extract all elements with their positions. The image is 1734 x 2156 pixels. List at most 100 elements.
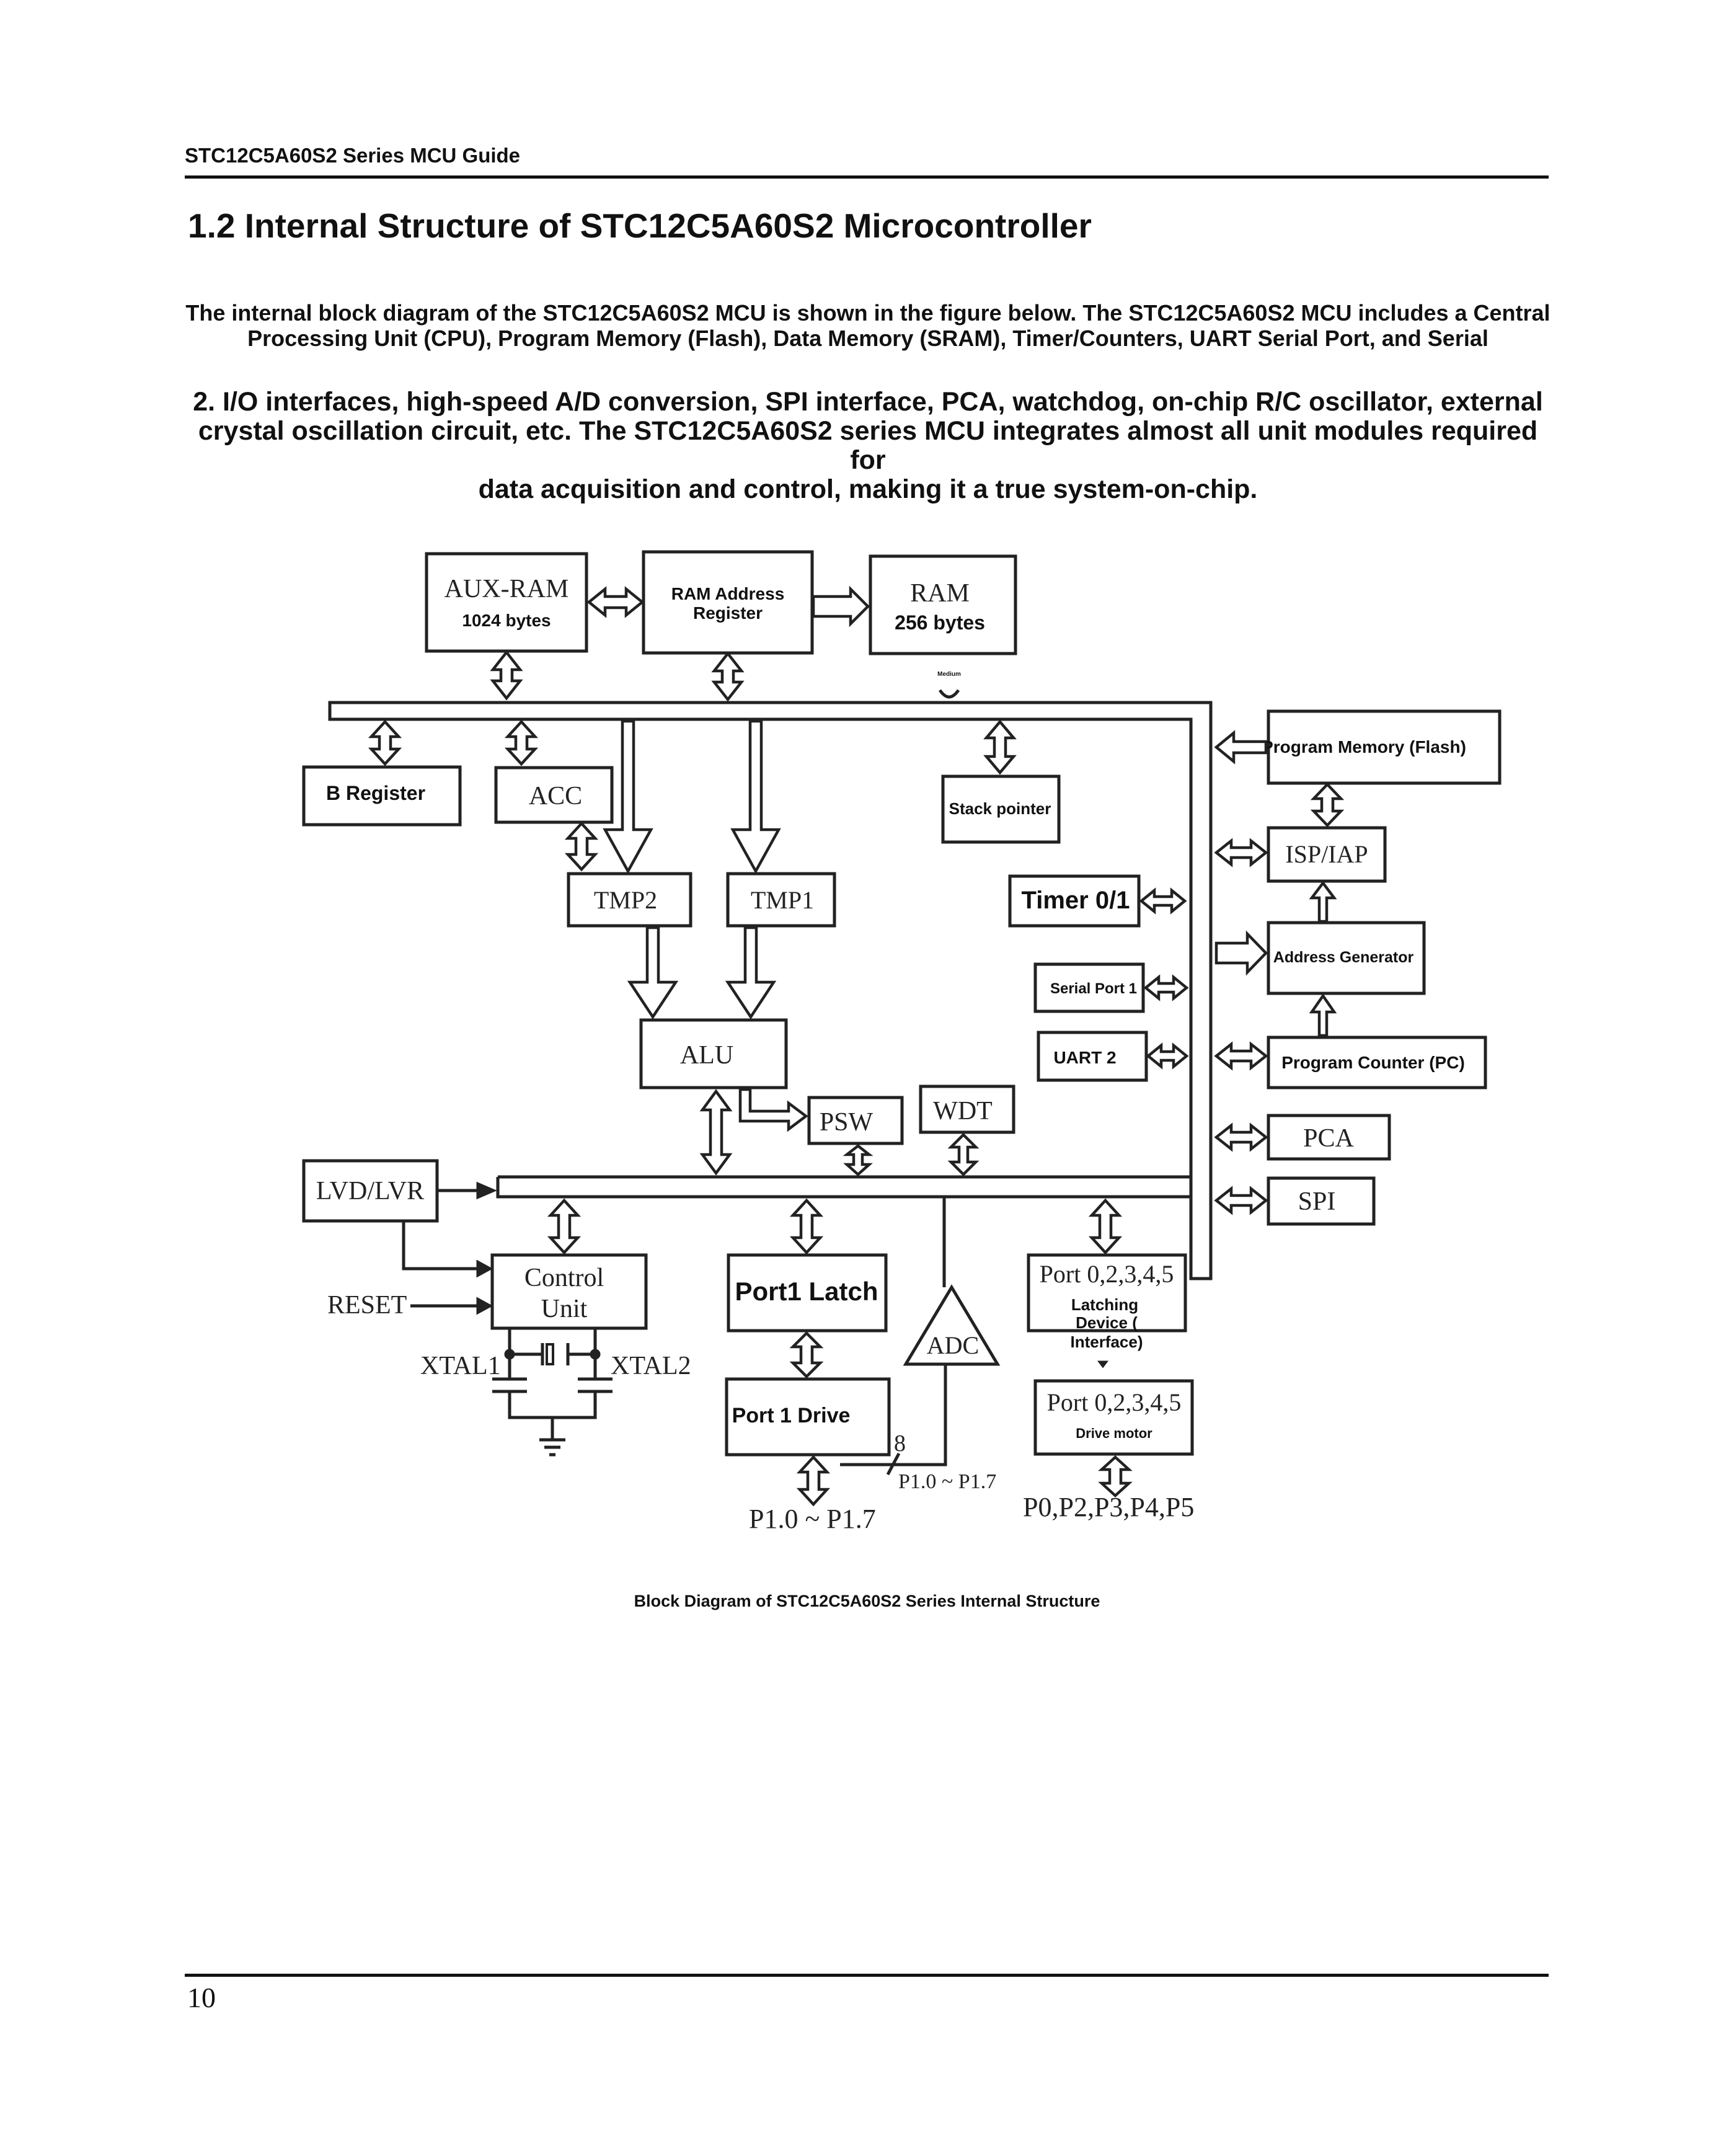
- acc-bus-arrow: [504, 719, 539, 766]
- ram-address-label-2: Register: [693, 603, 763, 623]
- crystal-body: [546, 1343, 554, 1365]
- reset-arrowhead: [476, 1297, 493, 1315]
- ground-wiring: [508, 1391, 597, 1439]
- acc-box: [494, 766, 614, 824]
- b-register-box: [302, 765, 462, 827]
- uart2-bus-arrow: [1146, 1042, 1189, 1070]
- figure-caption: Block Diagram of STC12C5A60S2 Series Int…: [634, 1592, 1100, 1610]
- tmp2-alu-arrow: [627, 926, 679, 1020]
- isp-iap-box: [1267, 826, 1387, 883]
- intro-line-1: The internal block diagram of the STC12C…: [185, 300, 1550, 326]
- isp-iap-label: ISP/IAP: [1285, 840, 1368, 868]
- program-memory-box: [1267, 709, 1502, 785]
- peripheral-bus: [496, 1175, 1191, 1199]
- spi-bus-arrow: [1214, 1186, 1268, 1215]
- port1-latch-label: Port1 Latch: [735, 1277, 878, 1306]
- latching-label-1: Latching: [1071, 1295, 1138, 1314]
- adc-triangle: [903, 1284, 1001, 1366]
- latching-label-3: Interface): [1070, 1333, 1143, 1351]
- intro-line-2: Processing Unit (CPU), Program Memory (F…: [247, 326, 1488, 351]
- program-counter-address-generator-arrow: [1309, 993, 1337, 1037]
- latching-label-2: Device (: [1076, 1313, 1138, 1332]
- internal-data-bus: [328, 701, 1213, 1280]
- tmp2-label: TMP2: [594, 886, 657, 914]
- pca-label: PCA: [1303, 1124, 1354, 1153]
- port-pins-label: P0,P2,P3,P4,P5: [1023, 1492, 1194, 1522]
- lvd-bus-arrowhead: [476, 1181, 497, 1200]
- aux-ram-ram-address-arrow: [586, 586, 645, 618]
- aux-ram-size: 1024 bytes: [462, 611, 551, 630]
- uart2-label: UART 2: [1053, 1048, 1116, 1067]
- address-generator-label: Address Generator: [1273, 949, 1414, 966]
- features-line-1: 2. I/O interfaces, high-speed A/D conver…: [193, 387, 1543, 417]
- alu-box: [639, 1018, 788, 1089]
- reset-label: RESET: [327, 1291, 407, 1320]
- ram-box: [869, 554, 1017, 655]
- ram-size: 256 bytes: [895, 611, 985, 634]
- program-memory-bus-arrow: [1214, 730, 1268, 765]
- spi-label: SPI: [1298, 1187, 1336, 1216]
- ram-address-register-box: [642, 550, 814, 655]
- acc-label: ACC: [529, 782, 582, 810]
- serial-port-1-bus-arrow: [1143, 974, 1189, 1001]
- port1-drive-box: [725, 1377, 891, 1457]
- timer-box: [1008, 874, 1141, 928]
- xtal1-node: [504, 1349, 515, 1360]
- page-number: 10: [187, 1982, 216, 2013]
- tmp1-box: [726, 872, 836, 928]
- ram-address-label-1: RAM Address: [671, 584, 785, 603]
- aux-ram-box: [425, 552, 588, 653]
- port1-latch-box: [727, 1253, 888, 1333]
- program-counter-box: [1267, 1036, 1487, 1089]
- stack-pointer-bus-arrow: [983, 719, 1017, 775]
- ground-icon: [539, 1438, 565, 1457]
- adc-pins-label: P1.0 ~ P1.7: [898, 1470, 996, 1493]
- port-latch-box: [1027, 1253, 1187, 1333]
- xtal1-label: XTAL1: [420, 1352, 501, 1380]
- program-counter-bus-arrow: [1214, 1041, 1268, 1071]
- psw-box: [807, 1096, 904, 1145]
- xtal2-label: XTAL2: [611, 1352, 691, 1380]
- spi-box: [1267, 1176, 1376, 1226]
- bus-width-label: 8: [894, 1431, 906, 1457]
- program-memory-isp-arrow: [1310, 782, 1345, 828]
- control-unit-bus-arrow: [547, 1198, 582, 1255]
- header-rule: [185, 175, 1549, 179]
- psw-bus-arrow: [843, 1144, 874, 1177]
- aux-ram-label: AUX-RAM: [445, 575, 569, 603]
- uart2-box: [1037, 1031, 1148, 1082]
- control-unit-label-2: Unit: [541, 1295, 588, 1323]
- port-latch-bus-arrow: [1088, 1198, 1123, 1255]
- features-paragraph: 2. I/O interfaces, high-speed A/D conver…: [180, 388, 1556, 504]
- medium-label: Medium: [937, 671, 961, 678]
- lvd-control-arrowhead: [476, 1259, 493, 1278]
- port1-drive-pins-arrow: [796, 1455, 831, 1507]
- b-register-label: B Register: [326, 782, 425, 804]
- address-generator-isp-arrow: [1309, 881, 1337, 923]
- lvd-control-line: [402, 1221, 477, 1271]
- latch-drive-mark: [1097, 1360, 1108, 1369]
- psw-label: PSW: [820, 1108, 874, 1137]
- port1-latch-bus-arrow: [789, 1198, 824, 1255]
- port-drive-title: Port 0,2,3,4,5: [1047, 1388, 1182, 1416]
- stack-pointer-box: [941, 774, 1061, 844]
- aux-ram-bus-arrow: [490, 650, 523, 701]
- port1-drive-label: Port 1 Drive: [732, 1404, 851, 1427]
- bus-address-generator-arrow: [1214, 930, 1268, 976]
- ram-address-bus-arrow: [711, 651, 745, 702]
- features-line-2: crystal oscillation circuit, etc. The ST…: [198, 416, 1538, 475]
- medium-mark: [938, 689, 960, 699]
- port-latch-title: Port 0,2,3,4,5: [1040, 1260, 1174, 1288]
- acc-tmp2-arrow: [564, 821, 599, 872]
- xtal2-node: [590, 1349, 601, 1360]
- pca-box: [1267, 1114, 1391, 1161]
- port1-latch-drive-arrow: [789, 1331, 824, 1379]
- wdt-bus-arrow: [947, 1132, 980, 1177]
- alu-bus-arrow: [699, 1089, 733, 1176]
- intro-paragraph: The internal block diagram of the STC12C…: [180, 300, 1556, 351]
- bus-tmp2-arrow: [603, 719, 653, 874]
- drive-motor-label: Drive motor: [1076, 1426, 1152, 1441]
- tmp1-label: TMP1: [751, 886, 814, 914]
- timer-label: Timer 0/1: [1022, 887, 1130, 914]
